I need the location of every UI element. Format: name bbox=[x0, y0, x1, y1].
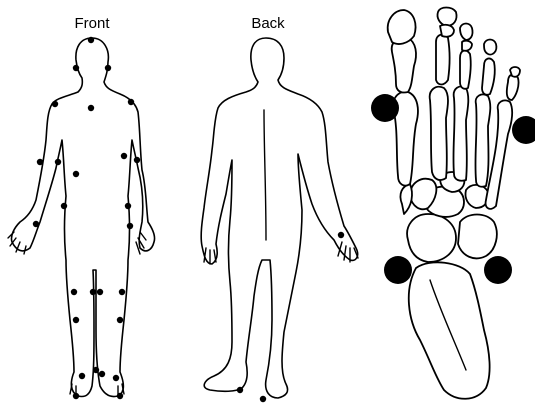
foot-metatarsal-4 bbox=[475, 94, 490, 186]
marker-front-left-temple bbox=[73, 65, 79, 71]
foot-phalanx-4-distal bbox=[484, 40, 496, 55]
marker-back-left-heel bbox=[237, 387, 243, 393]
marker-front-right-knee-outer bbox=[119, 289, 125, 295]
foot-phalanx-1-proximal bbox=[392, 38, 416, 93]
foot-phalanx-2-distal bbox=[437, 8, 456, 27]
marker-foot-first-mtp bbox=[371, 94, 399, 122]
foot-metatarsal-2 bbox=[430, 87, 448, 180]
marker-front-right-shin bbox=[117, 317, 123, 323]
foot-talus bbox=[407, 214, 456, 262]
marker-front-head-top bbox=[88, 37, 94, 43]
marker-front-right-ankle-outer bbox=[113, 375, 119, 381]
marker-foot-lateral-cuboid bbox=[484, 256, 512, 284]
marker-front-left-ankle-outer bbox=[79, 373, 85, 379]
marker-front-left-ankle-inner bbox=[93, 367, 99, 373]
foot-phalanx-5-proximal bbox=[507, 75, 519, 100]
marker-front-sternum bbox=[88, 105, 94, 111]
marker-front-right-knee-inner bbox=[97, 289, 103, 295]
marker-front-abdomen bbox=[73, 171, 79, 177]
foot-phalanx-2-proximal bbox=[436, 35, 450, 85]
marker-front-right-forearm bbox=[134, 157, 140, 163]
front-body-outline bbox=[11, 38, 154, 397]
marker-front-left-shin bbox=[73, 317, 79, 323]
foot-skeleton bbox=[388, 8, 520, 399]
marker-front-left-toe bbox=[73, 393, 79, 399]
marker-front-left-elbow bbox=[37, 159, 43, 165]
marker-front-left-knee-inner bbox=[90, 289, 96, 295]
marker-front-right-shoulder bbox=[128, 99, 134, 105]
marker-front-left-knee-outer bbox=[71, 289, 77, 295]
foot-metatarsal-3 bbox=[453, 86, 468, 180]
marker-back-right-hand bbox=[338, 232, 344, 238]
marker-front-right-elbow bbox=[121, 153, 127, 159]
foot-tarsal-left bbox=[400, 184, 412, 214]
foot-phalanx-3-distal bbox=[460, 24, 473, 41]
foot-phalanx-3-proximal bbox=[460, 51, 471, 89]
back-body-outline bbox=[201, 38, 357, 398]
marker-front-left-hip bbox=[61, 203, 67, 209]
foot-phalanx-2-middle bbox=[440, 25, 454, 37]
marker-front-left-wrist bbox=[33, 221, 39, 227]
marker-foot-fifth-mtp bbox=[512, 116, 535, 144]
front-body-figure bbox=[8, 38, 155, 397]
foot-cuboid bbox=[458, 215, 497, 259]
marker-front-right-wrist bbox=[127, 223, 133, 229]
foot-phalanx-4-proximal bbox=[482, 59, 495, 95]
marker-back-right-heel bbox=[260, 396, 266, 402]
marker-front-left-forearm bbox=[55, 159, 61, 165]
foot-phalanx-5-distal bbox=[510, 67, 520, 77]
marker-foot-medial-navicular bbox=[384, 256, 412, 284]
foot-phalanx-1-distal bbox=[388, 10, 416, 44]
marker-front-right-toe bbox=[117, 393, 123, 399]
foot-phalanx-3-middle bbox=[462, 41, 472, 51]
back-body-figure bbox=[201, 38, 358, 398]
marker-front-left-shoulder bbox=[52, 101, 58, 107]
marker-front-right-ankle-inner bbox=[99, 371, 105, 377]
marker-front-right-hip bbox=[125, 203, 131, 209]
marker-front-right-temple bbox=[105, 65, 111, 71]
